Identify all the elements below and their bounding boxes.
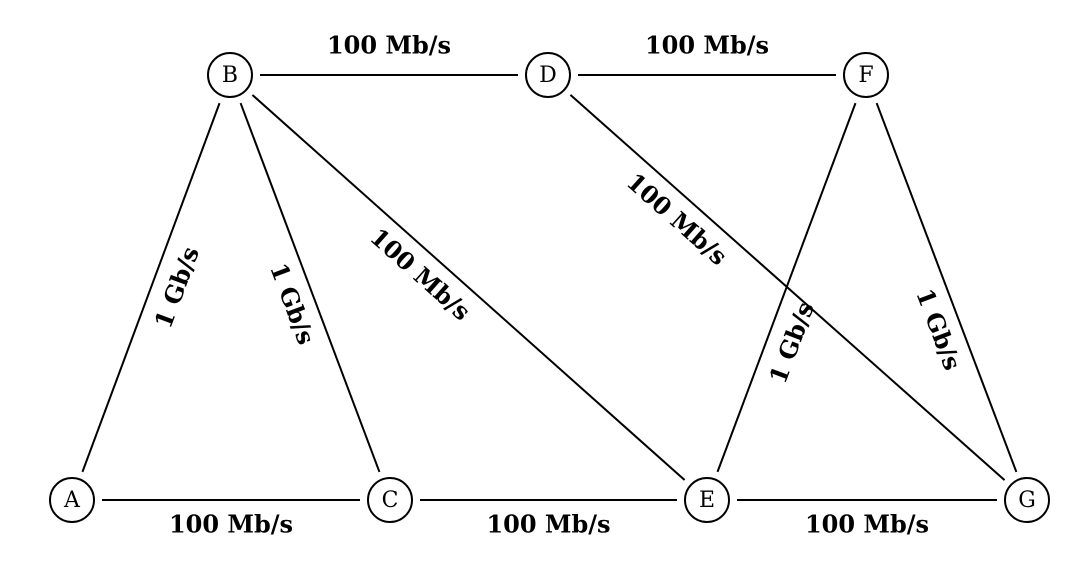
- node-circle: [367, 477, 413, 523]
- edge-label-c-e: 100 Mb/s: [486, 510, 610, 539]
- node-g: G: [1004, 477, 1050, 523]
- edge-label-b-d: 100 Mb/s: [327, 31, 451, 60]
- node-label: G: [1018, 488, 1036, 513]
- edge-label-e-g: 100 Mb/s: [805, 510, 929, 539]
- node-label: E: [699, 488, 715, 513]
- edge-label-a-b: 1 Gb/s: [148, 243, 205, 332]
- node-circle: [525, 52, 571, 98]
- edge-label-f-g: 1 Gb/s: [910, 285, 967, 374]
- node-label: C: [382, 488, 399, 513]
- edge-b-c: [239, 102, 381, 473]
- nodes-layer: A B C D E F G: [49, 52, 1050, 523]
- node-circle: [684, 477, 730, 523]
- node-label: D: [539, 63, 557, 88]
- node-label: F: [858, 63, 873, 88]
- node-circle: [207, 52, 253, 98]
- node-e: E: [684, 477, 730, 523]
- node-label: A: [63, 488, 81, 513]
- node-circle: [843, 52, 889, 98]
- edge-f-e: [716, 102, 857, 473]
- node-circle: [1004, 477, 1050, 523]
- edge-a-b: [81, 102, 221, 473]
- node-label: B: [222, 63, 238, 88]
- edge-label-b-e: 100 Mb/s: [365, 222, 477, 326]
- edge-f-g: [875, 102, 1018, 473]
- node-circle: [49, 477, 95, 523]
- node-f: F: [843, 52, 889, 98]
- node-b: B: [207, 52, 253, 98]
- edge-label-b-c: 1 Gb/s: [264, 259, 321, 348]
- edge-label-d-g: 100 Mb/s: [621, 167, 733, 271]
- edge-label-a-c: 100 Mb/s: [169, 510, 293, 539]
- edge-b-e: [251, 94, 686, 481]
- node-a: A: [49, 477, 95, 523]
- edge-label-f-e: 1 Gb/s: [763, 298, 820, 387]
- edge-labels-layer: 1 Gb/s 1 Gb/s 100 Mb/s 100 Mb/s 100 Mb/s 100 …: [148, 31, 967, 539]
- edges-layer: [81, 74, 1018, 501]
- node-d: D: [525, 52, 571, 98]
- edge-label-d-f: 100 Mb/s: [645, 31, 769, 60]
- node-c: C: [367, 477, 413, 523]
